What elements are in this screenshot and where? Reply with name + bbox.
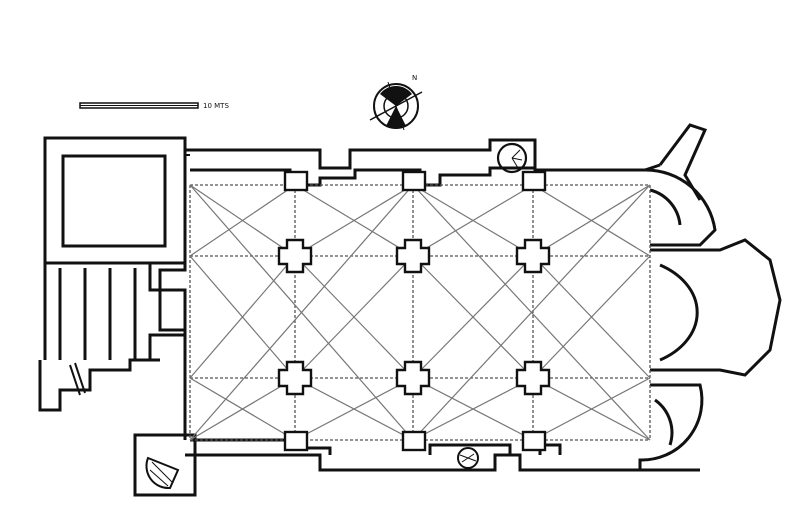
vault-ribs	[189, 184, 651, 441]
pier	[395, 238, 431, 274]
vault-rib	[412, 184, 651, 441]
north-arrow-icon: N	[369, 74, 423, 131]
vault-rib	[532, 255, 651, 379]
vault-rib	[189, 255, 296, 379]
vault-rib	[189, 184, 414, 441]
scale-bar-label: 10 MTS	[203, 102, 229, 110]
vault-rib	[412, 377, 534, 441]
vault-rib	[189, 377, 296, 441]
wall-responds	[283, 170, 547, 452]
nave-walls	[158, 138, 700, 472]
scale-bar: 10 MTS	[79, 102, 229, 110]
vault-rib	[412, 255, 534, 379]
pier	[395, 360, 431, 396]
vault-rib	[532, 184, 651, 257]
southwest-stair	[133, 433, 197, 497]
nave-piers	[277, 238, 551, 396]
pier	[277, 238, 313, 274]
north-stair	[496, 142, 528, 174]
south-stair	[457, 447, 479, 469]
east-apses	[638, 123, 782, 470]
vault-rib	[294, 377, 414, 441]
vault-rib	[189, 184, 296, 257]
west-tower	[43, 136, 190, 265]
pier	[515, 360, 551, 396]
pier	[277, 360, 313, 396]
north-label: N	[412, 74, 417, 82]
vault-rib	[532, 377, 651, 441]
pier	[515, 238, 551, 274]
vault-rib	[294, 184, 414, 257]
vault-rib	[412, 184, 534, 257]
west-porch	[38, 263, 187, 412]
vault-rib	[294, 255, 414, 379]
